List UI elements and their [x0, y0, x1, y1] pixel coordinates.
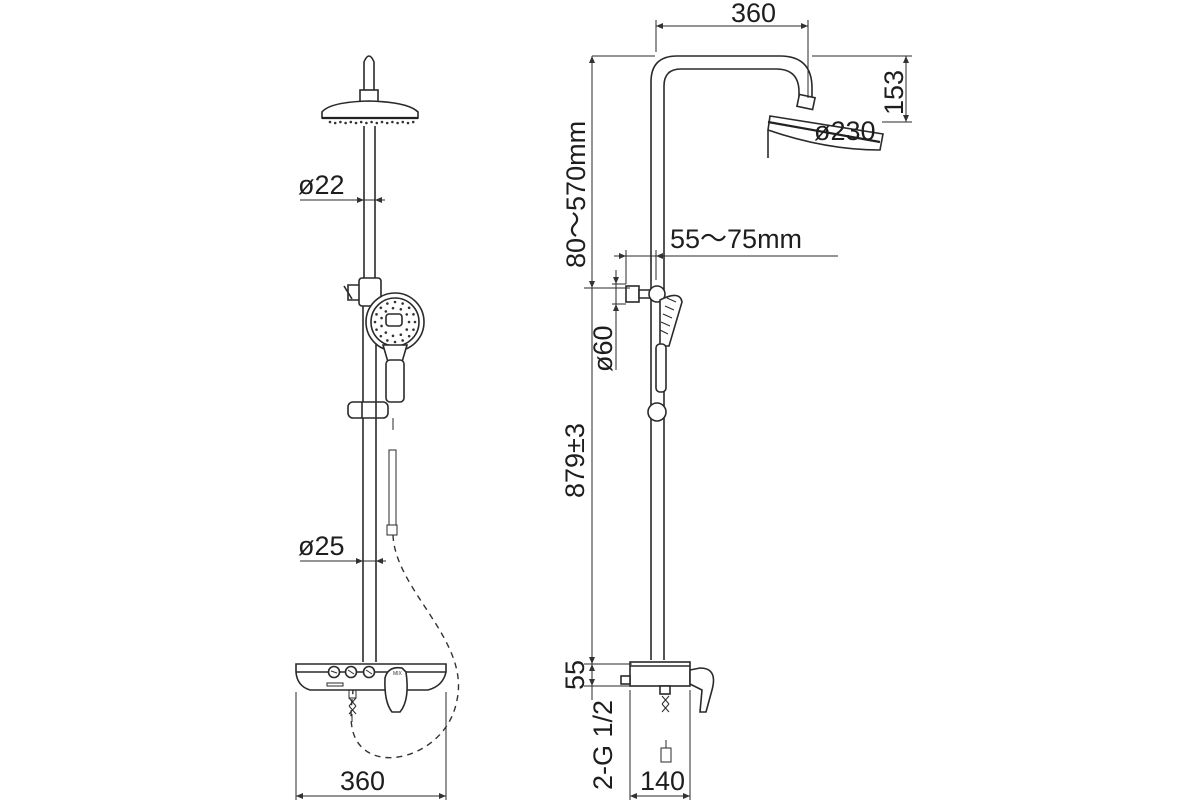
front-hose-dashed: [350, 534, 460, 759]
spray-hole: [393, 340, 397, 344]
front-overall-width: 360: [340, 766, 385, 796]
front-dim-pipe-upper: ø22: [298, 170, 385, 203]
front-slide-holder: [347, 401, 389, 419]
side-mixer: [620, 661, 715, 763]
spray-hole: [379, 334, 383, 338]
spray-hole: [405, 328, 409, 331]
side-dim-mixer-depth: 140: [629, 690, 691, 800]
spray-hole: [384, 331, 388, 334]
side-mixer-height: 55: [560, 660, 590, 690]
side-head-diameter: ø230: [814, 116, 876, 146]
spray-hole: [386, 302, 389, 305]
spray-hole: [359, 120, 363, 124]
spray-hole: [407, 306, 411, 310]
spray-hole: [406, 121, 410, 125]
spray-hole: [412, 313, 415, 316]
side-dim-head-adjust: 80～570mm: [561, 55, 655, 289]
front-pipe-diameter-upper: ø22: [298, 170, 345, 200]
side-riser-length: 879±3: [560, 423, 590, 498]
spray-hole: [399, 333, 403, 337]
spray-hole: [386, 339, 389, 342]
spray-hole: [365, 121, 368, 125]
side-dim-head-drop: 153: [812, 55, 912, 123]
side-rain-shower-head: [767, 93, 884, 158]
svg-text:MIX: MIX: [393, 671, 403, 677]
side-dim-bracket: ø60: [588, 270, 626, 372]
side-dim-mixer-height: 55: [560, 650, 632, 700]
spray-hole: [349, 120, 353, 124]
spray-hole: [391, 306, 395, 310]
side-mixer-depth: 140: [640, 766, 685, 796]
spray-hole: [412, 328, 415, 331]
spray-hole: [375, 313, 378, 316]
side-dim-wall-distance: 55～75mm: [614, 224, 838, 284]
side-head-height-adjust: 80～570mm: [561, 121, 591, 268]
spray-hole: [413, 320, 417, 324]
front-view: MIX ø22 ø25 360: [295, 55, 460, 800]
side-dim-riser: 879±3: [560, 288, 632, 665]
spray-hole: [380, 316, 383, 320]
spray-hole: [380, 324, 383, 328]
side-slide-knob: [647, 402, 667, 422]
spray-hole: [401, 120, 405, 124]
side-bracket-diameter: ø60: [588, 325, 618, 372]
front-hand-shower: [365, 292, 425, 403]
spray-hole: [385, 121, 389, 125]
spray-hole: [401, 339, 404, 342]
side-wall-distance: 55～75mm: [670, 224, 802, 254]
front-hose-nut: [386, 524, 398, 536]
spray-hole: [373, 320, 377, 324]
spray-hole: [411, 120, 415, 124]
side-view: 360 153 ø230 80～570mm 5: [560, 0, 912, 800]
spray-hole: [375, 121, 379, 125]
spray-hole: [391, 120, 394, 124]
front-thermostatic-mixer: MIX: [295, 663, 447, 722]
spray-hole: [405, 313, 409, 316]
front-rain-shower-head: [321, 100, 419, 125]
spray-hole: [407, 334, 411, 338]
spray-hole: [396, 121, 399, 125]
spray-hole: [391, 334, 395, 338]
side-dim-arm-reach: 360: [655, 0, 809, 98]
spray-hole: [380, 120, 384, 124]
spray-hole: [370, 120, 373, 124]
spray-hole: [384, 310, 388, 313]
front-pipe-diameter-lower: ø25: [298, 531, 345, 561]
side-hand-shower: [655, 294, 683, 393]
front-dim-width: 360: [295, 692, 447, 800]
side-head-drop: 153: [879, 70, 909, 115]
spray-hole: [393, 300, 397, 304]
side-riser-inner: [663, 68, 800, 660]
spray-hole: [407, 320, 411, 324]
spray-hole: [354, 121, 358, 125]
spray-hole: [344, 121, 347, 125]
front-arm-stub: [363, 55, 375, 92]
side-wall-bracket: [625, 285, 666, 303]
side-inlet-thread: 2-G 1/2: [588, 700, 618, 790]
side-riser-outer: [650, 55, 813, 660]
spray-hole: [399, 307, 403, 311]
spray-hole: [339, 120, 342, 124]
spray-hole: [401, 302, 404, 305]
spray-hole: [328, 120, 332, 124]
spray-hole: [379, 306, 383, 310]
spray-hole: [333, 121, 337, 125]
spray-hole: [375, 328, 378, 331]
side-arm-reach: 360: [731, 0, 776, 28]
front-dim-pipe-lower: ø25: [298, 531, 386, 564]
front-hose-segment: [388, 449, 397, 526]
